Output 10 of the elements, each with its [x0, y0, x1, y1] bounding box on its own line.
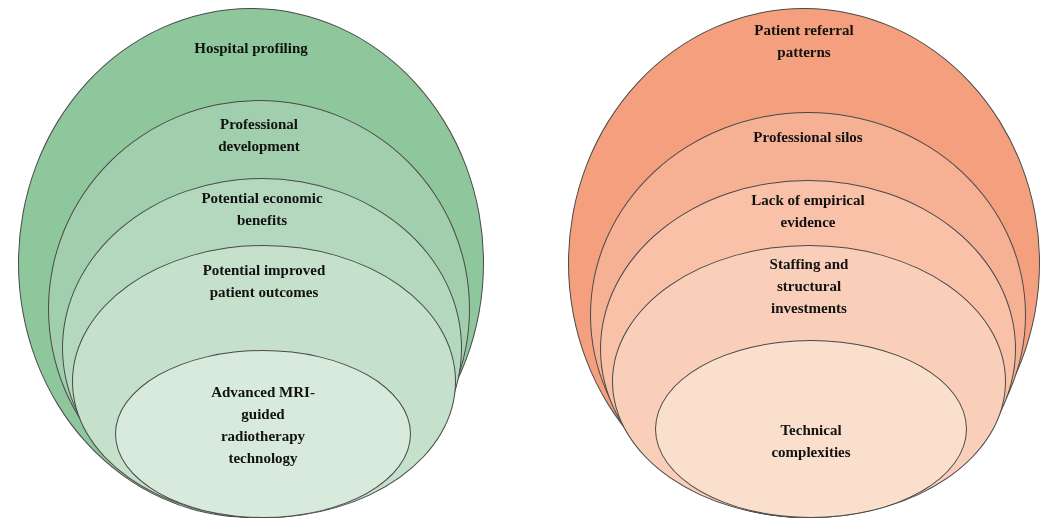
ellipse-label: Patient referral patterns: [753, 21, 855, 62]
ellipse-label: Advanced MRI-guided radiotherapy technology: [210, 383, 316, 468]
ellipse-label: Potential economic benefits: [200, 189, 324, 230]
ellipse-label: Lack of empirical evidence: [750, 191, 866, 232]
ellipse-label: Technical complexities: [770, 421, 852, 462]
ellipse-label: Hospital profiling: [193, 39, 309, 58]
ellipse-label: Professional development: [217, 115, 301, 156]
ellipse-label: Professional silos: [752, 128, 864, 147]
ellipse-label: Staffing and structural investments: [768, 255, 850, 318]
ellipse-label: Potential improved patient outcomes: [201, 261, 327, 302]
